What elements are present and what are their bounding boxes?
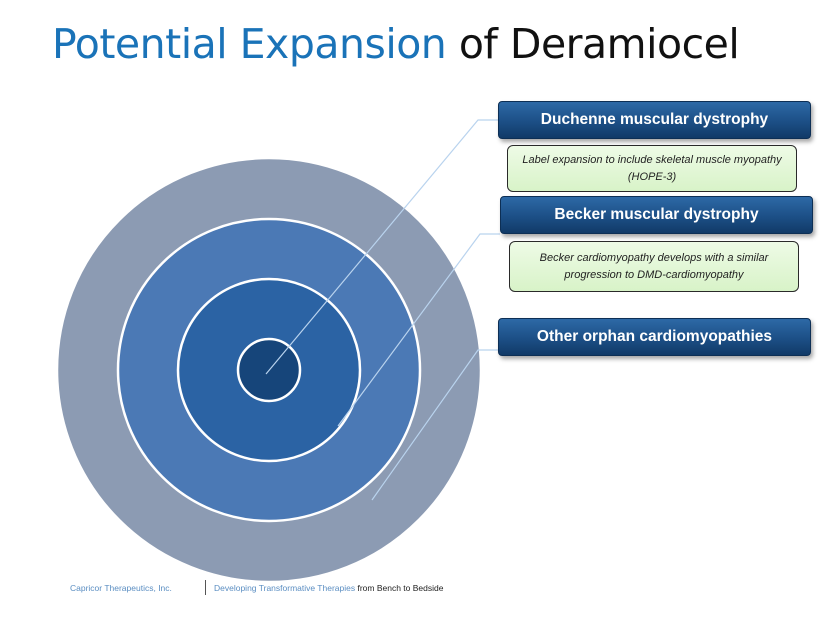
footer-tagline-tail: from Bench to Bedside [357,583,444,593]
leader-line-duchenne [265,119,500,375]
title-accent: Potential Expansion [52,20,447,68]
becker-note: Becker cardiomyopathy develops with a si… [539,251,769,281]
footer-company: Capricor Therapeutics, Inc. [70,583,172,593]
duchenne-note-box: Label expansion to include skeletal musc… [507,145,797,192]
becker-label: Becker muscular dystrophy [554,206,759,223]
leader-line-becker [337,233,500,427]
footer-tagline-main: Developing Transformative Therapies [214,583,356,593]
becker-note-box: Becker cardiomyopathy develops with a si… [509,241,799,292]
footer-tagline: Developing Transformative Therapies from… [214,580,443,596]
title-rest: of Deramiocel [458,20,740,68]
footer-divider [205,580,206,595]
leader-line-other [371,349,500,501]
duchenne-label-box: Duchenne muscular dystrophy [498,101,811,139]
duchenne-note: Label expansion to include skeletal musc… [522,153,782,183]
duchenne-label: Duchenne muscular dystrophy [540,111,769,128]
page-title: Potential Expansion of Deramiocel [52,14,740,74]
becker-label-box: Becker muscular dystrophy [500,196,813,234]
other-label-box: Other orphan cardiomyopathies [498,318,811,356]
other-label: Other orphan cardiomyopathies [536,328,773,345]
